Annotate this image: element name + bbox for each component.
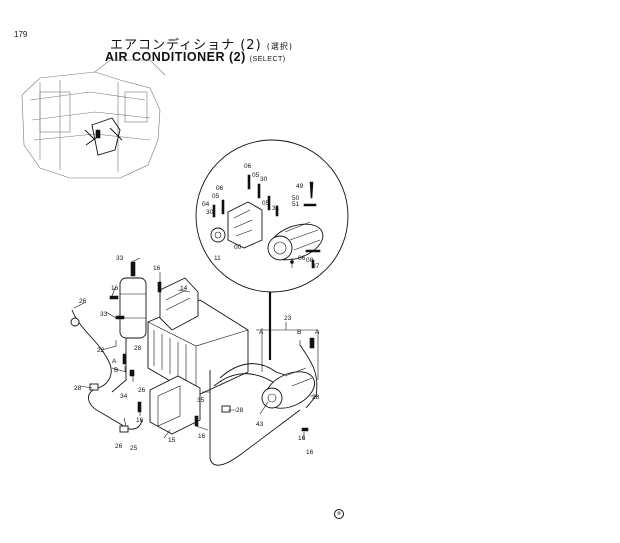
callout: 30 <box>260 176 268 183</box>
callout: 16 <box>298 435 306 442</box>
callout: 26 <box>138 387 146 394</box>
callout: 35 <box>197 397 205 404</box>
footer-mark: ⑨ <box>334 509 344 519</box>
callout: 43 <box>256 421 264 428</box>
callout: 15 <box>168 437 176 444</box>
callout: B <box>114 367 118 374</box>
callout: 28 <box>74 385 82 392</box>
title-english-text: AIR CONDITIONER (2) <box>105 50 246 64</box>
callout: 28 <box>134 345 142 352</box>
callout: 33 <box>116 255 124 262</box>
callout: 28 <box>312 394 320 401</box>
callout: A <box>112 358 117 365</box>
callout: 08 <box>306 257 314 264</box>
main-assembly <box>70 257 319 466</box>
callout: B <box>297 329 301 336</box>
callout: 22 <box>97 347 105 354</box>
callout: 14 <box>180 285 188 292</box>
callout: 25 <box>130 445 138 452</box>
callout: 16 <box>306 449 314 456</box>
callout: 49 <box>296 183 304 190</box>
callout: 34 <box>120 393 128 400</box>
callout: 06 <box>244 163 252 170</box>
callout: 06 <box>298 255 306 262</box>
callout: 04 <box>202 201 210 208</box>
callout: A <box>259 329 264 336</box>
callout: 16 <box>111 285 119 292</box>
callout: 16 <box>198 433 206 440</box>
callout: 50 <box>292 195 300 202</box>
title-japanese: エアコンディショナ (2) (選択) <box>110 34 293 53</box>
callout: 07 <box>312 263 320 270</box>
callout: 26 <box>79 298 87 305</box>
title-japanese-text: エアコンディショナ (2) <box>110 38 262 53</box>
callout: 30 <box>206 209 214 216</box>
title-japanese-note: (選択) <box>266 42 294 51</box>
excavator-overview <box>21 59 166 179</box>
callout: 16 <box>136 417 144 424</box>
callout: 26 <box>115 443 123 450</box>
detail-circle <box>195 139 349 293</box>
callout: A <box>315 329 320 336</box>
callout: 00 <box>234 244 242 251</box>
callout: 31 <box>272 205 280 212</box>
callout: 33 <box>100 311 108 318</box>
title-english: AIR CONDITIONER (2) (SELECT) <box>105 50 286 64</box>
callout: 05 <box>212 193 220 200</box>
callout: 51 <box>292 201 300 208</box>
main-callouts: 33 16 14 26 16 33 22 28 A B 28 34 16 26 … <box>74 255 320 456</box>
callout: 23 <box>284 315 292 322</box>
callout: 05 <box>252 172 260 179</box>
callout: 28 <box>236 407 244 414</box>
callout: 11 <box>214 255 221 262</box>
title-english-note: (SELECT) <box>249 56 286 63</box>
callout: 06 <box>216 185 224 192</box>
page-number: 179 <box>14 30 28 39</box>
callout: 16 <box>153 265 161 272</box>
callout: 05 <box>262 200 270 207</box>
detail-callouts: 06 05 30 06 05 04 30 00 11 05 31 49 50 5… <box>202 163 320 270</box>
